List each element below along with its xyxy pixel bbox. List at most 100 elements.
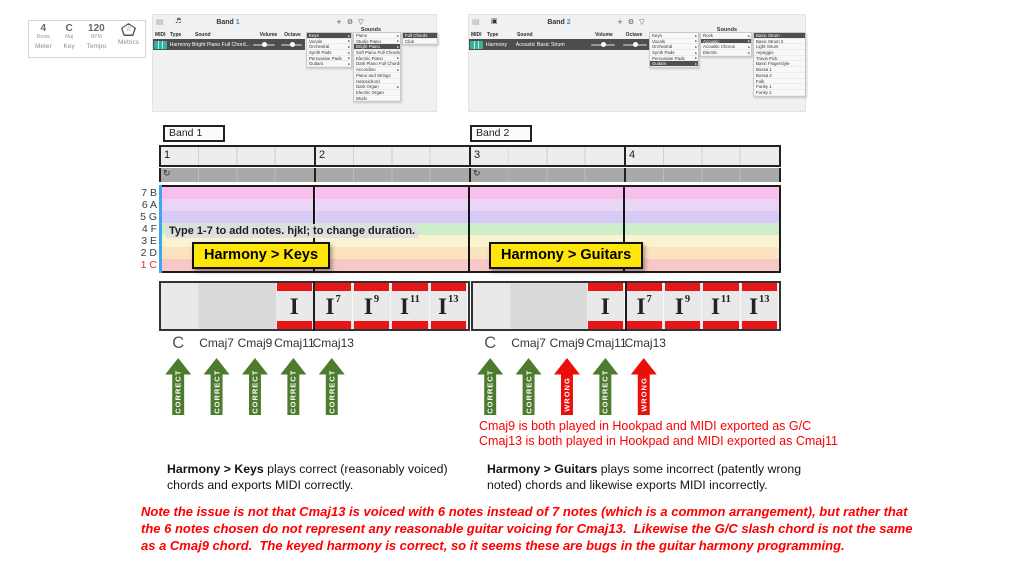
menu-item[interactable]: Percussive Pads▸ <box>307 55 351 62</box>
menu-item[interactable]: Harpsichord▸ <box>354 79 400 85</box>
menu-item[interactable]: Full Chords▸ <box>403 33 437 39</box>
menu-item[interactable]: Bossa 1▸ <box>754 67 805 73</box>
menu-item[interactable]: Vocals▸ <box>650 38 698 45</box>
instrument-icon[interactable]: ♬ <box>175 17 182 25</box>
volume-knob[interactable] <box>601 42 607 47</box>
menu-item[interactable]: Basic Strum 2▸ <box>754 39 805 45</box>
menu-item[interactable]: Electric▸ <box>701 50 751 56</box>
menu-item[interactable]: Funky 1▸ <box>754 84 805 90</box>
menu-item[interactable]: Arpeggio▸ <box>754 50 805 56</box>
menu-item[interactable]: Orchestral▸ <box>650 44 698 51</box>
playhead-cursor[interactable] <box>159 185 162 273</box>
note-row[interactable]: 7 B <box>141 187 779 199</box>
note-row[interactable]: 5 G <box>140 211 779 223</box>
volume-slider[interactable] <box>591 42 616 47</box>
menu-item[interactable]: Funky 2▸ <box>754 90 805 96</box>
menu-item[interactable]: Dark Organ▸ <box>354 84 400 90</box>
octave-slider[interactable] <box>280 42 302 47</box>
band2-harmony-track-row[interactable]: Harmony Acoustic Basic Strum <box>469 39 651 50</box>
menu-item[interactable]: Electric Organ▸ <box>354 90 400 96</box>
menu-item[interactable]: Club▸ <box>403 39 437 45</box>
menu-item[interactable]: Studio Piano▸ <box>354 38 400 45</box>
measure-cell[interactable]: 1 <box>161 147 316 165</box>
gear-icon[interactable]: ⚙ <box>346 18 354 26</box>
menu-item[interactable]: Piano and Strings▸ <box>354 73 400 79</box>
loop-bar: ↻ ↻ <box>159 168 781 182</box>
octave-slider[interactable] <box>623 42 648 47</box>
menu-item[interactable]: Accordion▸ <box>354 67 400 73</box>
menu-item[interactable]: Acoustic▸ <box>701 38 751 45</box>
volume-knob[interactable] <box>262 42 268 47</box>
menu-item[interactable]: Percussive Pads▸ <box>650 55 698 62</box>
band2-tag[interactable]: Band 2 <box>470 125 532 142</box>
empty-chord-area[interactable] <box>161 283 277 329</box>
refresh-icon[interactable]: ↻ <box>163 169 171 179</box>
menu-item[interactable]: Keys▸ <box>307 33 351 39</box>
empty-chord-area[interactable] <box>473 283 588 329</box>
chord-cell[interactable]: I <box>587 283 626 329</box>
menu-item[interactable]: Basic Fingerstyle▸ <box>754 61 805 68</box>
gear-icon[interactable]: ⚙ <box>627 18 635 26</box>
submenu-arrow-icon: ▸ <box>348 39 350 44</box>
octave-knob[interactable] <box>289 42 295 47</box>
menu-item[interactable]: Dark Piano Full Chords▸ <box>354 61 400 68</box>
note-row[interactable]: 6 A <box>142 199 779 211</box>
refresh-icon[interactable]: ↻ <box>473 169 481 179</box>
menu-item[interactable]: Basic Strum▸ <box>754 33 805 39</box>
menu-item[interactable]: Piano▸ <box>354 33 400 39</box>
menu-item[interactable]: Electric Piano▸ <box>354 55 400 62</box>
loop-cell[interactable]: ↻ <box>161 168 316 182</box>
chord-red-bar-top <box>392 283 428 291</box>
menu-item[interactable]: Guitars▸ <box>307 61 351 68</box>
midi-icon[interactable] <box>154 40 167 49</box>
add-button[interactable]: + <box>617 18 623 26</box>
midi-icon[interactable] <box>470 40 483 49</box>
menu-item[interactable]: Synth Pads▸ <box>307 50 351 56</box>
meter-label: Meter <box>35 43 52 50</box>
menu-item[interactable]: Bright Piano▸ <box>354 44 400 51</box>
menu-item[interactable]: Keys▸ <box>650 33 698 39</box>
menu-item[interactable]: Travis Pick▸ <box>754 56 805 62</box>
harmony-guitars-label: Harmony > Guitars <box>489 242 644 269</box>
menu-item[interactable]: Soft Piano Full Chords▸ <box>354 50 400 56</box>
measure-cell[interactable]: 4 <box>626 147 779 165</box>
filter-icon[interactable]: ▽ <box>639 18 645 26</box>
measure-cell[interactable]: 3 <box>471 147 626 165</box>
menu-item[interactable]: Bossa 2▸ <box>754 73 805 79</box>
band-number: 1 <box>235 19 240 26</box>
col-octave: Octave <box>625 32 643 38</box>
loop-cell[interactable] <box>316 168 471 182</box>
band1-tag[interactable]: Band 1 <box>163 125 225 142</box>
menu-item[interactable]: Orchestral▸ <box>307 44 351 51</box>
menu-item[interactable]: Folk▸ <box>754 79 805 85</box>
grid-icon[interactable]: ▤ <box>156 17 164 26</box>
measure-cell[interactable]: 2 <box>316 147 471 165</box>
volume-slider[interactable] <box>253 42 275 47</box>
menu-item[interactable]: Guitars▸ <box>650 61 698 68</box>
menu-item[interactable]: Acoustic Chorus▸ <box>701 44 751 51</box>
filter-icon[interactable]: ▽ <box>358 18 364 26</box>
band1-harmony-track-row[interactable]: Harmony Bright Piano Full Chord... <box>153 39 305 50</box>
menu-item[interactable]: Light Strum▸ <box>754 44 805 51</box>
chord-cell[interactable]: I <box>276 283 315 329</box>
menu-item[interactable]: Synth Pads▸ <box>650 50 698 56</box>
menu-item[interactable]: Wurly▸ <box>354 96 400 102</box>
loop-cell[interactable]: ↻ <box>471 168 626 182</box>
octave-knob[interactable] <box>633 42 639 47</box>
grid-icon[interactable]: ▤ <box>472 17 480 26</box>
add-button[interactable]: + <box>336 18 342 26</box>
save-icon[interactable]: ▣ <box>491 17 498 25</box>
menu-item[interactable]: Vocals▸ <box>307 38 351 45</box>
loop-cell[interactable] <box>626 168 779 182</box>
menu-item[interactable]: Rock▸ <box>701 33 751 39</box>
